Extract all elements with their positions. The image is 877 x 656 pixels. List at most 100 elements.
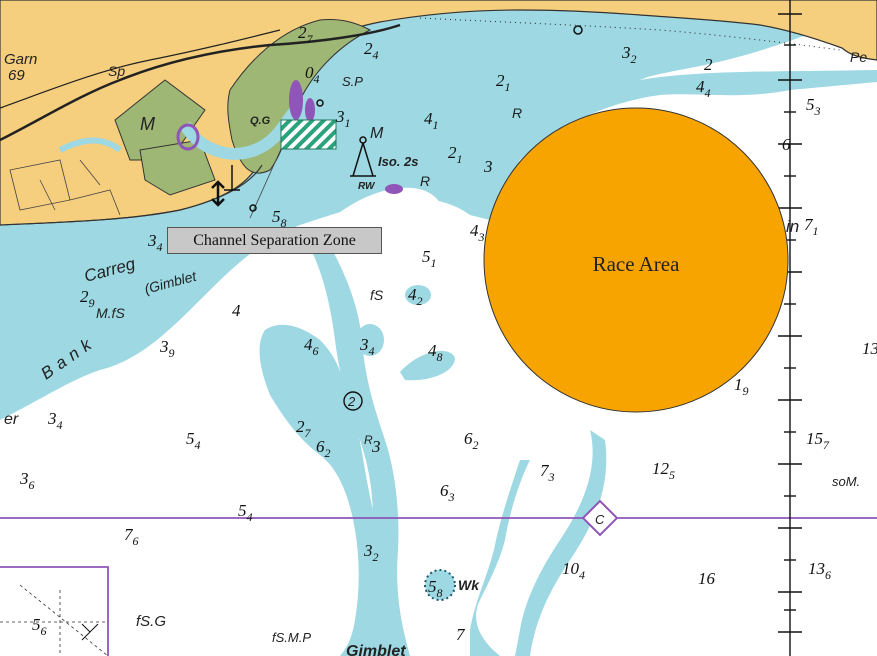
depth-label: 157 [806,429,830,452]
magenta-features [176,80,403,194]
place-r1: R [512,105,522,121]
race-area-label: Race Area [484,252,788,277]
compass-c-label: C [595,512,605,527]
depth-label: 41 [424,109,439,132]
place-m-buoy: M [370,125,384,142]
depth-label: 53 [806,95,821,118]
depth-label: 48 [428,341,443,364]
depth-label: 58 [428,577,443,600]
depth-label: 73 [540,461,555,484]
shoal-3-4 [356,324,384,356]
depth-label: 3 [371,437,381,456]
dashed-lines [0,584,109,656]
depth-label: 13 [862,339,877,358]
railway [419,17,841,51]
depth-label: 63 [440,481,455,504]
limit-line-box [0,566,109,656]
place-sp-sea: S.P [342,74,363,89]
compass-diamond [581,499,619,537]
place-pe: Pe [850,49,867,65]
shallow-channel-right [515,430,607,656]
depth-label: 21 [496,71,511,94]
shoal-4-8 [400,350,455,381]
depth-label: 29 [80,287,95,310]
place-fsg: fS.G [136,613,166,630]
buoy-marks [211,25,583,212]
road [0,23,401,142]
depth-label: 42 [408,285,423,308]
place-er: er [4,411,19,428]
depth-label: 4 [232,301,241,320]
shallow-channel-centre [300,230,410,656]
depth-soundings: 27 24 04 31 41 21 3 21 32 2 44 53 6 71 5… [19,23,877,644]
depth-label: 19 [734,375,749,398]
depth-label: 125 [652,459,675,482]
depth-label: 27 [298,23,314,46]
place-qg: Q.G [250,115,271,127]
depth-label: 3 [483,157,493,176]
depth-label: 136 [808,559,831,582]
place-fsmp: fS.M.P [272,630,311,645]
depth-label: 32 [363,541,379,564]
separation-zone-hatch [280,119,337,150]
depth-label: 7 [456,625,466,644]
place-gimblet-south: Gimblet [346,643,406,656]
place-m-land: M [140,114,155,134]
road-secondary [0,29,281,109]
depth-label: 58 [272,207,287,230]
place-r3: R [364,433,373,447]
depth-label: 54 [186,429,201,452]
meridian-scale [778,0,802,656]
depth-label: 2 [704,55,713,74]
depth-label: 24 [364,39,379,62]
race-area-text: Race Area [592,252,680,276]
depth-label: 16 [698,569,716,588]
place-in: in [786,217,799,236]
depth-label: 71 [804,215,819,238]
depth-label: 104 [562,559,585,582]
depth-label: 43 [470,221,485,244]
depth-label: 62 [316,437,331,460]
circled-number-mark [343,391,363,411]
depth-label: 44 [696,77,711,100]
place-r2: R [420,173,430,189]
circled-number: 2 [347,394,356,409]
place-wk: Wk [458,577,480,593]
place-rw: RW [358,181,376,192]
depth-label: 56 [32,615,47,638]
place-mfs: M.fS [96,305,125,321]
depth-label: 34 [359,335,375,358]
wreck-shoal [424,569,456,601]
place-som: soM. [832,474,860,489]
stream [58,137,122,153]
deep-water-upper-right [640,30,877,80]
depth-label: 31 [335,107,351,130]
depth-label: 21 [448,143,463,166]
place-sp-land: Sp [108,63,125,79]
depth-label: 39 [159,337,175,360]
depth-label: 36 [19,469,35,492]
depth-label: 6 [782,135,791,154]
place-garn: Garn [4,51,37,68]
place-garn-height: 69 [8,67,25,84]
depth-label: 76 [124,525,139,548]
field-boundaries [9,159,121,216]
channel-separation-zone-text: Channel Separation Zone [193,231,356,249]
place-fs: fS [370,287,384,303]
depth-label: 32 [621,43,637,66]
coastline [0,164,263,226]
depth-label: 04 [305,63,320,86]
place-iso: Iso. 2s [378,154,418,169]
marsh-block-b [139,139,216,196]
depth-label: 51 [422,247,437,270]
depth-label: 34 [147,231,163,254]
depth-label: 34 [47,409,63,432]
depth-label: 27 [296,417,312,440]
cross-mark [81,623,99,641]
depth-label: 46 [304,335,319,358]
shoal-4-2 [405,285,431,305]
depth-label: 62 [464,429,479,452]
race-area-circle[interactable] [483,107,789,413]
